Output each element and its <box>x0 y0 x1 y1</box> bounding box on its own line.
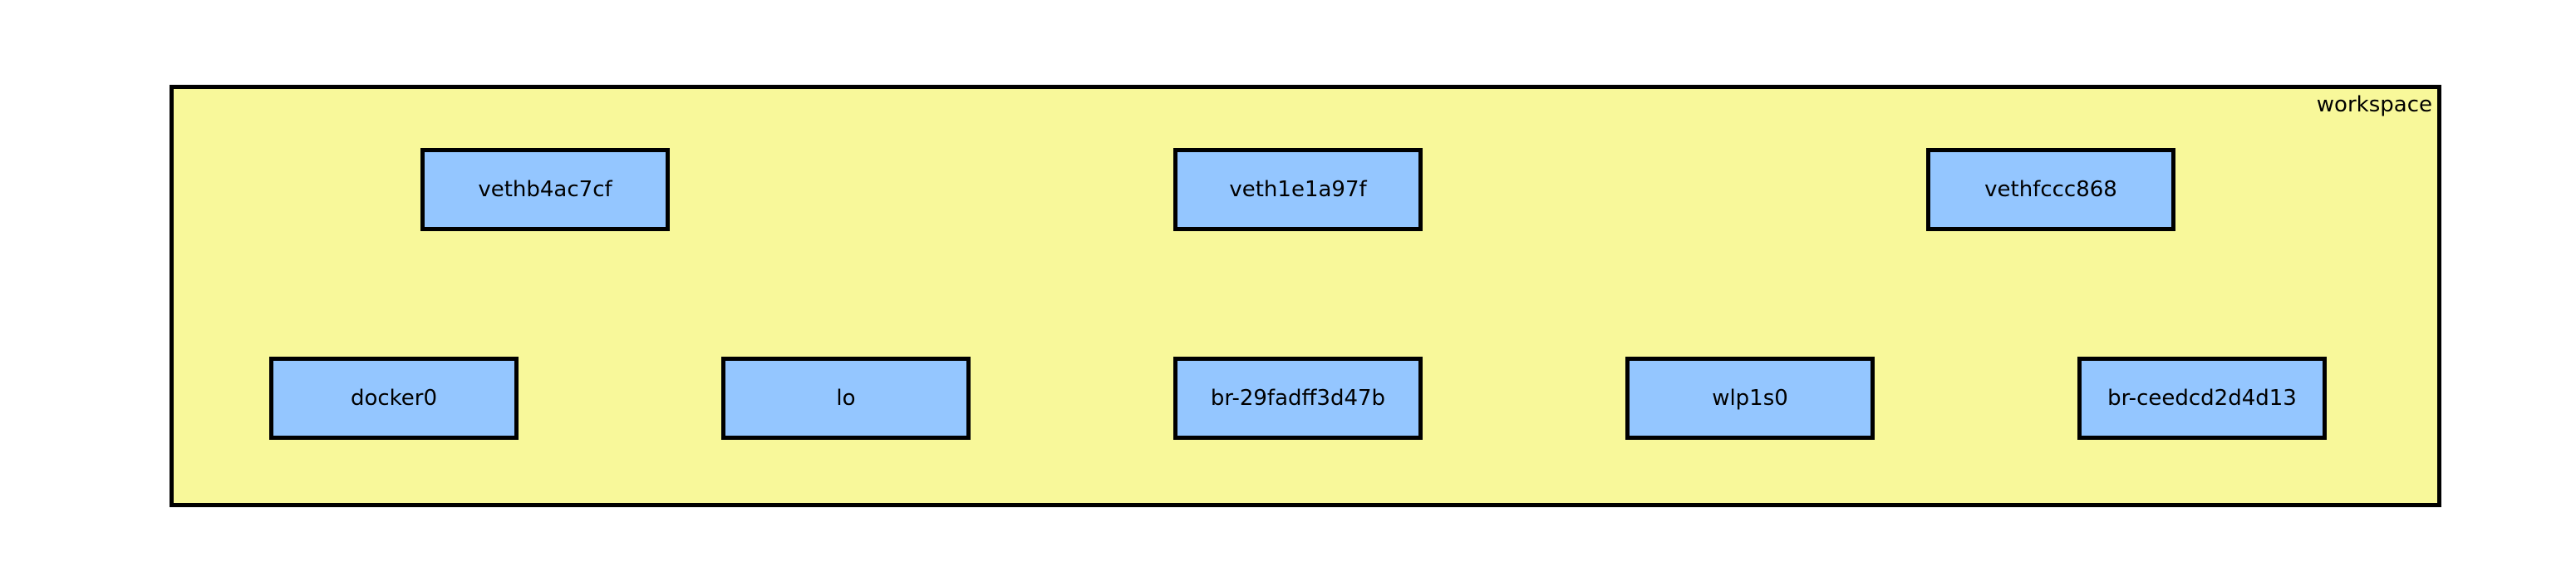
node-lo[interactable]: lo <box>721 357 971 440</box>
cluster-label: workspace <box>2316 92 2432 117</box>
node-veth1e1a97f[interactable]: veth1e1a97f <box>1173 148 1423 231</box>
node-docker0[interactable]: docker0 <box>269 357 519 440</box>
node-br-29fadff3d47b[interactable]: br-29fadff3d47b <box>1173 357 1423 440</box>
node-wlp1s0[interactable]: wlp1s0 <box>1625 357 1875 440</box>
node-br-ceedcd2d4d13[interactable]: br-ceedcd2d4d13 <box>2077 357 2327 440</box>
node-vethfccc868[interactable]: vethfccc868 <box>1926 148 2175 231</box>
node-vethb4ac7cf[interactable]: vethb4ac7cf <box>420 148 670 231</box>
